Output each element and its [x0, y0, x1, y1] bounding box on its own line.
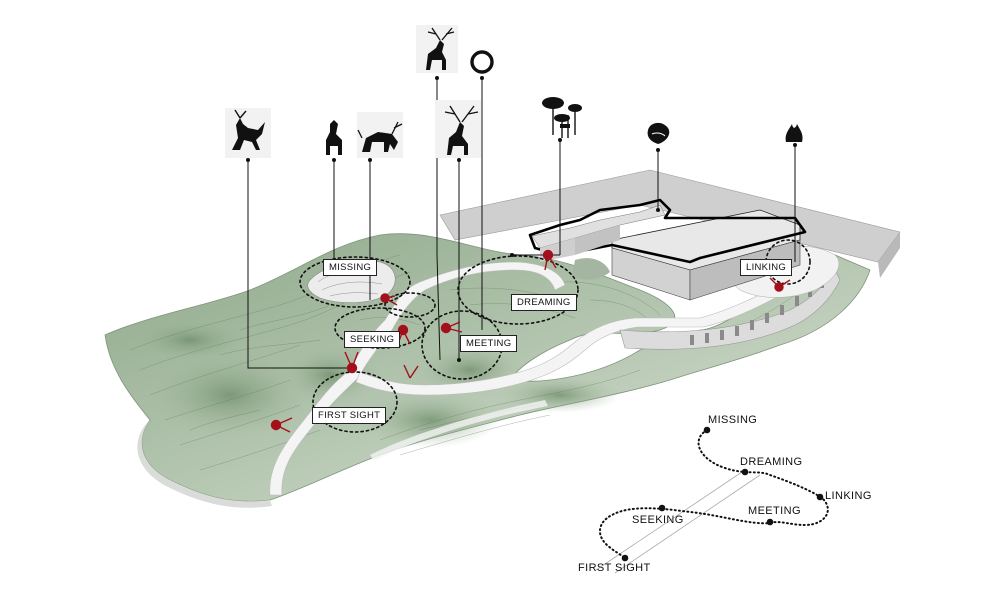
route-points [621, 426, 824, 562]
icons [225, 25, 803, 158]
viewpoint-markers [270, 249, 791, 433]
zone-label-dreaming: DREAMING [511, 294, 577, 311]
stag-looking-icon [435, 100, 481, 158]
garden-path-lower [370, 400, 548, 461]
viewpoint-marker [403, 364, 419, 379]
viewpoint-marker [380, 293, 398, 306]
building-annex [531, 204, 666, 280]
route-point-meeting [766, 518, 774, 526]
deer-leaping-icon [225, 108, 271, 158]
zone-dreaming-outline [457, 255, 579, 325]
zone-label-linking: LINKING [740, 259, 793, 276]
circle-icon [470, 50, 494, 74]
route-point-seeking [658, 504, 666, 512]
terrain-side-edge [137, 420, 272, 508]
route-label-dreaming: DREAMING [740, 456, 803, 468]
zone-label-meeting: MEETING [460, 335, 518, 352]
route-label-linking: LINKING [825, 490, 872, 502]
zone-center-outline [384, 292, 436, 318]
route-label-seeking: SEEKING [632, 514, 684, 526]
route-diagram [595, 426, 829, 574]
zone-first-sight-outline [312, 371, 398, 433]
route-point-dreaming [741, 468, 749, 476]
route-point-linking [816, 493, 824, 501]
mushroom-pavilion-icon [542, 97, 582, 138]
alpaca-icon [326, 120, 342, 155]
stag-standing-icon [416, 25, 458, 73]
route-label-missing: MISSING [708, 414, 758, 426]
route-point-missing [703, 426, 711, 434]
viewpoint-marker [440, 321, 463, 334]
flame-sculpture-icon [785, 124, 803, 142]
leader-dots [246, 76, 797, 362]
terrain-shading [130, 318, 620, 448]
zone-label-first-sight: FIRST SIGHT [312, 407, 387, 424]
zone-linking-outline [765, 239, 811, 285]
zone-missing-outline [299, 256, 411, 308]
route-road [595, 469, 761, 574]
deer-grazing-icon [357, 112, 403, 158]
viewpoint-marker [769, 277, 791, 292]
zone-label-seeking: SEEKING [344, 331, 401, 348]
route-label-meeting: MEETING [748, 505, 801, 517]
viewpoint-marker [344, 351, 359, 374]
leaf-pavilion-icon [647, 122, 670, 144]
route-dotted-path [599, 429, 829, 559]
zone-seeking-outline [334, 307, 426, 349]
route-label-first-sight: FIRST SIGHT [578, 562, 651, 574]
route-point-first-sight [621, 554, 629, 562]
zone-label-missing: MISSING [323, 259, 378, 276]
viewpoint-marker [542, 249, 557, 271]
viewpoint-marker [270, 417, 293, 433]
